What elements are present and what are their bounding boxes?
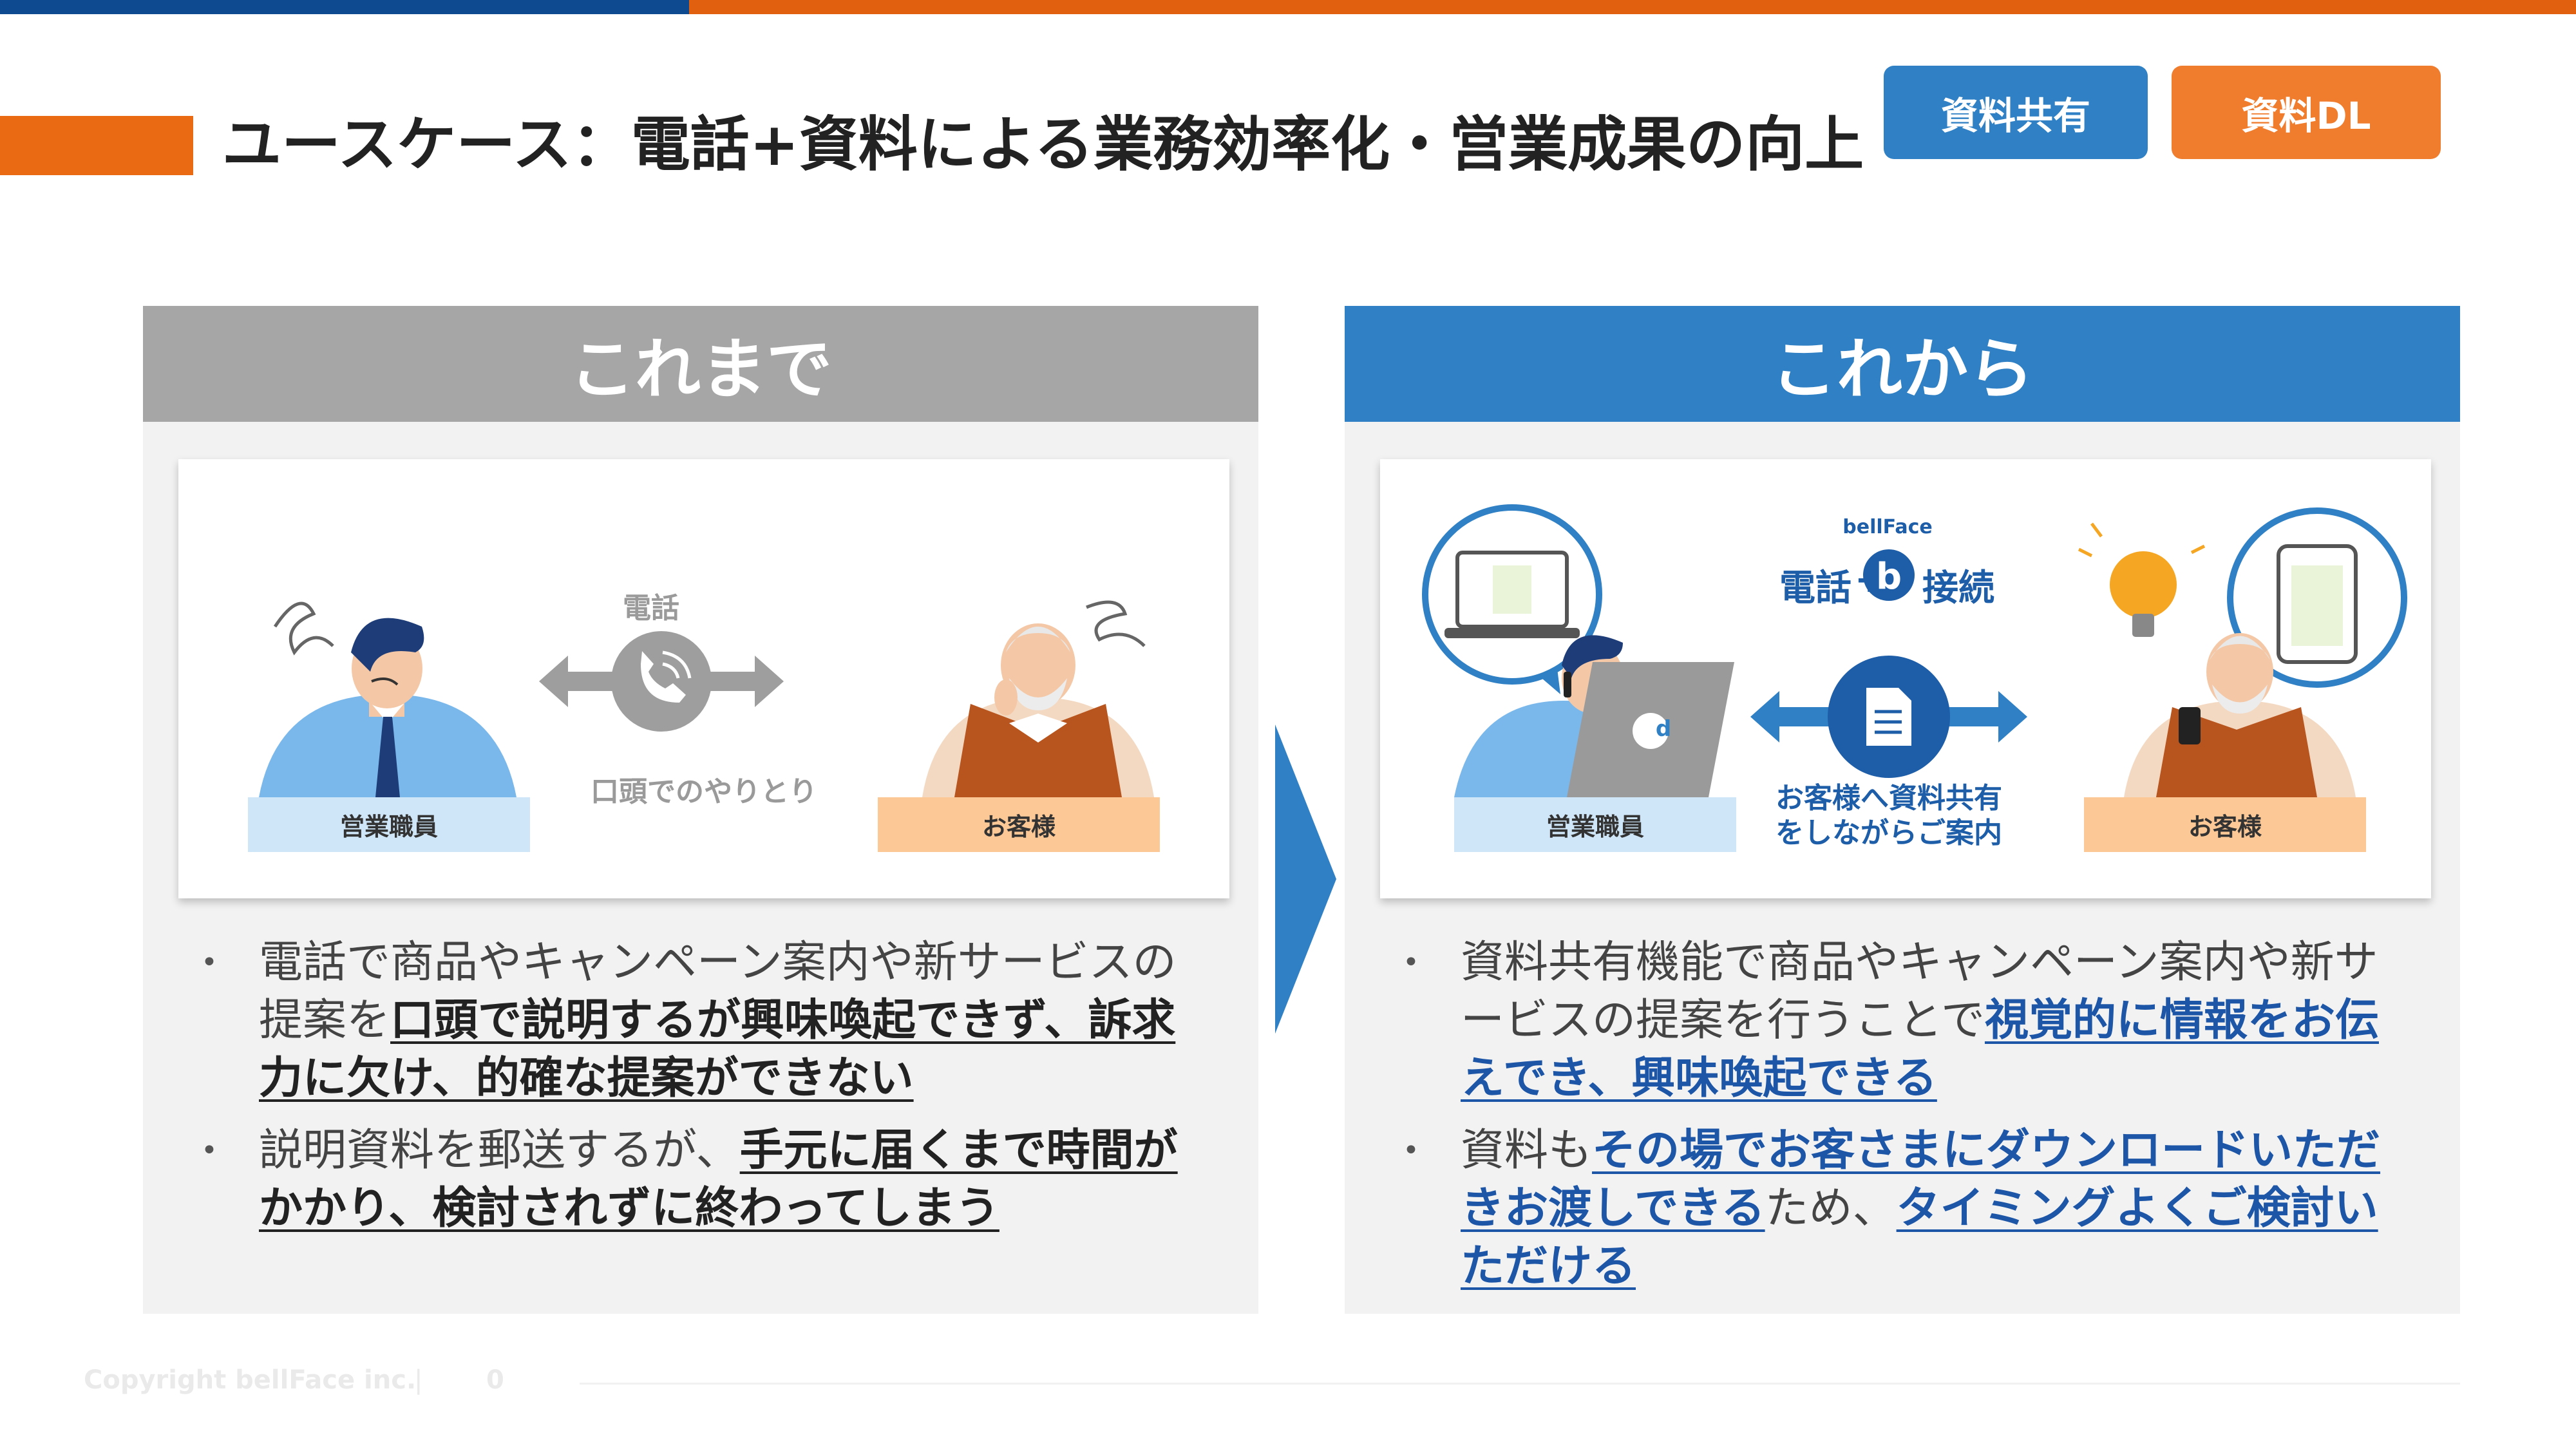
laptop-bubble-icon: [1422, 504, 1602, 694]
after-illustration: [1422, 504, 2407, 797]
before-bullet-list: 電話で商品やキャンペーン案内や新サービスの提案を口頭で説明するが興味喚起できず、…: [201, 934, 1206, 1252]
laptop-logo-letter: d: [1655, 716, 1672, 742]
customer-label: お客様: [2084, 797, 2366, 852]
before-illustration: [259, 600, 1154, 797]
tag-document-download: 資料DL: [2172, 66, 2441, 159]
sales-staff-label: 営業職員: [1454, 797, 1736, 852]
connect-label-link: 接続: [1922, 567, 1994, 609]
sales-staff-label: 営業職員: [248, 797, 530, 852]
title-accent-block: [0, 116, 193, 175]
smartphone-bubble-icon: [2227, 507, 2407, 688]
bullet-item: 電話で商品やキャンペーン案内や新サービスの提案を口頭で説明するが興味喚起できず、…: [201, 934, 1206, 1108]
panel-before: これまで: [143, 306, 1258, 1314]
bellface-logo-letter: b: [1875, 556, 1902, 598]
phone-label: 電話: [623, 592, 679, 625]
footer-copyright: Copyright bellFace inc.: [84, 1365, 417, 1395]
customer-elderly-icon: [922, 623, 1154, 797]
panel-before-heading: これまで: [143, 306, 1258, 422]
share-caption-line-1: お客様へ資料共有: [1776, 782, 2002, 815]
panel-after-heading: これから: [1345, 306, 2460, 422]
customer-smartphone-icon: [2124, 633, 2356, 797]
bullet-item: 説明資料を郵送するが、手元に届くまで時間がかかり、検討されずに終わってしまう: [201, 1122, 1206, 1238]
lightbulb-idea-icon: [2078, 522, 2206, 637]
footer-separator: |: [414, 1365, 423, 1395]
bullet-item: 資料もその場でお客さまにダウンロードいただきお渡しできるため、タイミングよくご検…: [1403, 1122, 2407, 1296]
before-illustration-card: 電話 口頭でのやりとり 営業職員 お客様: [178, 459, 1229, 898]
salesperson-laptop-icon: [1454, 635, 1734, 797]
connect-plus: +: [1855, 559, 1885, 601]
after-illustration-card: bellFace 電話 + b 接続 d お客様へ資料共有 をしながらご案内 営…: [1380, 459, 2431, 898]
salesperson-worried-icon: [259, 618, 516, 797]
bullet-item: 資料共有機能で商品やキャンペーン案内や新サービスの提案を行うことで視覚的に情報を…: [1403, 934, 2407, 1108]
top-accent-bar-orange: [689, 0, 2576, 14]
after-bullet-list: 資料共有機能で商品やキャンペーン案内や新サービスの提案を行うことで視覚的に情報を…: [1403, 934, 2407, 1310]
bellface-logo-icon: [1863, 549, 1915, 601]
customer-label: お客様: [878, 797, 1160, 852]
verbal-exchange-label: 口頭でのやりとり: [591, 775, 817, 808]
panel-after: これから: [1345, 306, 2460, 1314]
phone-handset-icon: [641, 651, 686, 703]
tag-document-share: 資料共有: [1884, 66, 2148, 159]
page-title: ユースケース：電話+資料による業務効率化・営業成果の向上: [222, 110, 1864, 179]
top-accent-bar-blue: [0, 0, 708, 14]
stress-scribble-right-icon: [1086, 600, 1146, 647]
phone-circle: [611, 631, 712, 732]
chevron-right-icon: [1275, 724, 1336, 1034]
share-caption-line-2: をしながらご案内: [1776, 817, 2002, 849]
document-icon: [1866, 688, 1911, 746]
stress-scribble-left-icon: [273, 601, 334, 656]
footer-divider: [580, 1383, 2460, 1385]
bellface-brand-label: bellFace: [1842, 516, 1933, 538]
footer-page-number: 0: [486, 1365, 504, 1395]
connect-label-phone: 電話: [1779, 567, 1852, 609]
